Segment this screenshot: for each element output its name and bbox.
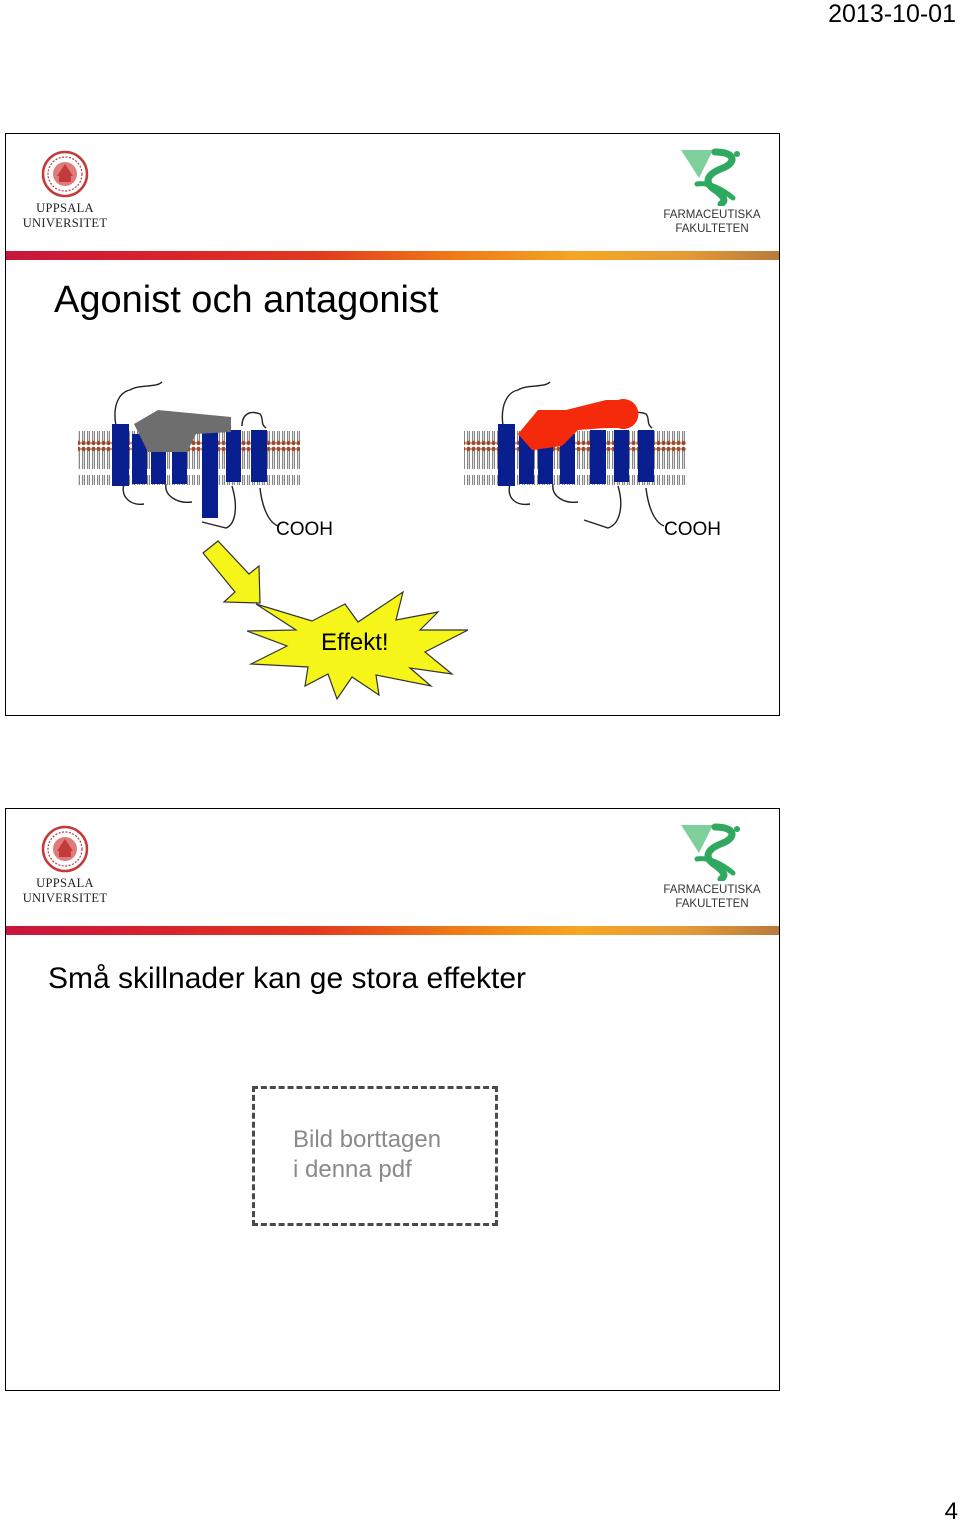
faculty-name-line1: FARMACEUTISKA — [663, 884, 761, 896]
placeholder-line1: Bild borttagen — [293, 1126, 442, 1153]
university-name-line2: UNIVERSITET — [22, 216, 108, 230]
receptor-loops-left — [114, 381, 279, 529]
university-name-line1: UPPSALA — [36, 201, 94, 215]
faculty-logo: FARMACEUTISKA FAKULTETEN — [659, 823, 765, 911]
placeholder-line2: i denna pdf — [293, 1156, 412, 1183]
faculty-logo: FARMACEUTISKA FAKULTETEN — [659, 148, 765, 236]
cooh-label-left: COOH — [276, 519, 333, 540]
university-seal-icon — [41, 825, 89, 873]
pharmacy-snake-icon — [681, 148, 740, 206]
faculty-name-line1: FARMACEUTISKA — [663, 209, 761, 221]
university-seal-icon — [41, 150, 89, 198]
university-name-line2: UNIVERSITET — [22, 891, 108, 905]
slide-small-differences: UPPSALA UNIVERSITET FARMACEUTISKA FAKULT… — [5, 808, 780, 1391]
uppsala-university-logo: UPPSALA UNIVERSITET — [22, 150, 108, 231]
page-date: 2013-10-01 — [828, 0, 956, 28]
page-number: 4 — [944, 1498, 958, 1525]
image-removed-placeholder: Bild borttagen i denna pdf — [252, 1086, 498, 1226]
antagonist-molecule — [518, 399, 639, 450]
effect-label: Effekt! — [321, 629, 389, 656]
slide-agonist-antagonist: UPPSALA UNIVERSITET FARMACEUTISKA FAKULT… — [5, 133, 780, 716]
uppsala-university-logo: UPPSALA UNIVERSITET — [22, 825, 108, 906]
effect-arrow — [202, 540, 261, 604]
faculty-name-line2: FAKULTETEN — [675, 898, 749, 910]
university-name-line1: UPPSALA — [36, 876, 94, 890]
header-color-stripe — [6, 926, 779, 935]
header-color-stripe — [6, 251, 779, 260]
effect-burst — [246, 590, 469, 701]
cooh-label-right: COOH — [664, 519, 721, 540]
receptor-loops-right — [501, 381, 665, 529]
agonist-molecule — [134, 410, 231, 452]
pharmacy-snake-icon — [681, 823, 740, 881]
slide-title: Agonist och antagonist — [54, 279, 439, 321]
faculty-name-line2: FAKULTETEN — [675, 223, 749, 235]
agonist-antagonist-diagram: COOH COOH Effekt! — [78, 381, 721, 701]
slide-title: Små skillnader kan ge stora effekter — [48, 962, 527, 995]
